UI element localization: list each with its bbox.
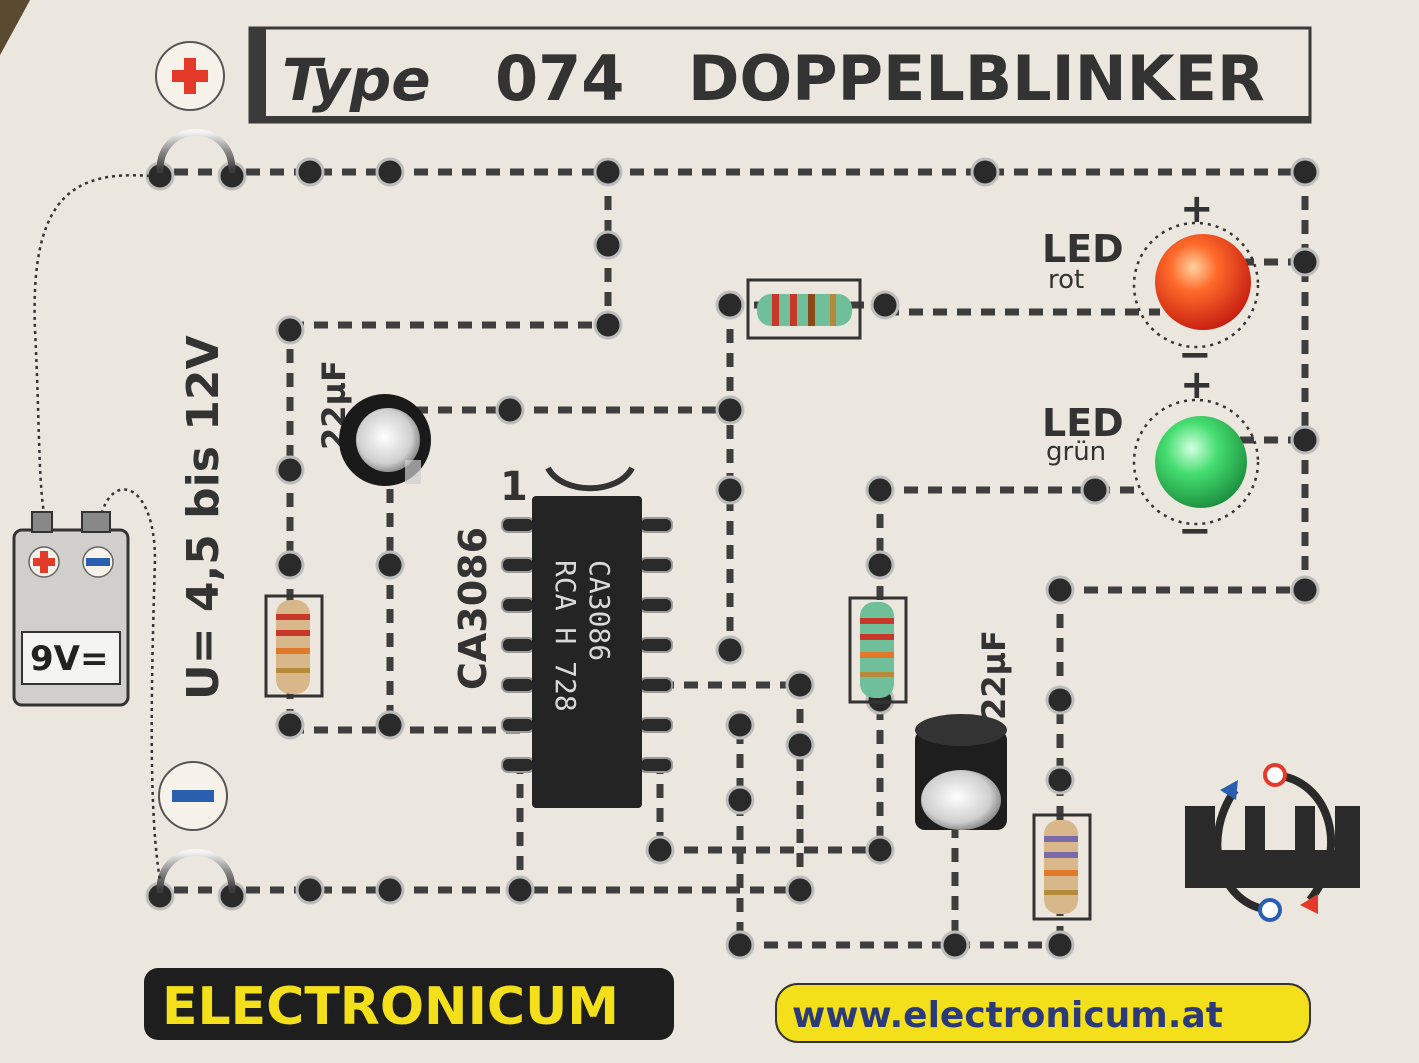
brand-name: ELECTRONICUM [162, 977, 619, 1037]
ic-board-label: CA3086 [451, 527, 495, 690]
voltage-label: U= 4,5 bis 12V [178, 335, 229, 700]
ic-marking-line1: CA3086 [583, 560, 616, 661]
terminal-pins [145, 157, 1320, 960]
title-box: Type 074 DOPPELBLINKER [248, 26, 1312, 124]
title-name: DOPPELBLINKER [688, 42, 1265, 115]
jumper-wires [156, 129, 1309, 949]
title-number: 074 [495, 42, 624, 115]
plus-terminal-symbol [155, 41, 225, 111]
title-type: Type [282, 46, 431, 114]
electronicum-logo-icon [1185, 763, 1360, 922]
led-green: + LED grün − [1042, 362, 1260, 554]
resistor-top [746, 278, 862, 340]
resistor-right [1032, 813, 1092, 921]
resistor-middle [848, 596, 908, 704]
brand-url: www.electronicum.at [792, 995, 1223, 1036]
ic-chip: 1 CA3086 RCA H 728 [500, 464, 673, 808]
brand-badge: ELECTRONICUM [144, 968, 674, 1040]
led-red-label: LED [1042, 227, 1124, 271]
ic-marking-line2: RCA H 728 [549, 560, 582, 712]
battery-leads [33, 174, 162, 881]
led-green-minus: − [1178, 508, 1212, 554]
capacitor-2 [915, 714, 1007, 830]
ic-pin1-label: 1 [500, 464, 528, 510]
url-badge: www.electronicum.at [775, 983, 1311, 1043]
capacitor-1 [339, 394, 431, 486]
led-green-label: LED [1042, 401, 1124, 445]
battery-symbol: 9V= [12, 511, 130, 707]
capacitor-2-label: 22µF [975, 630, 1013, 720]
led-red: + LED rot − [1042, 186, 1260, 378]
minus-terminal-symbol [158, 761, 228, 831]
led-green-sublabel: grün [1046, 437, 1106, 467]
resistor-left [264, 594, 324, 698]
led-red-sublabel: rot [1048, 265, 1084, 295]
led-red-minus: − [1178, 332, 1212, 378]
battery-label: 9V= [30, 639, 108, 679]
